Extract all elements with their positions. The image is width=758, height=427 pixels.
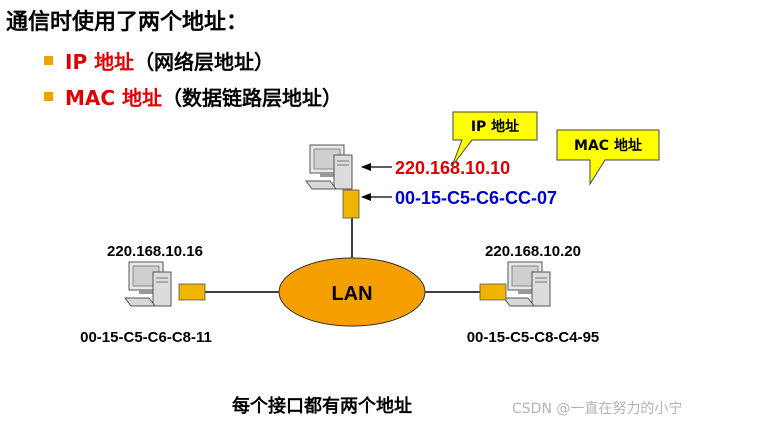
bullet-ip-paren: （网络层地址） <box>134 50 275 74</box>
bullet-mac: MAC 地址（数据链路层地址） <box>44 82 342 111</box>
footer-caption: 每个接口都有两个地址 <box>232 396 412 417</box>
callout-ip-label: IP 地址 <box>471 118 519 135</box>
bullet-square-icon <box>44 92 53 101</box>
bullet-mac-highlight: MAC 地址 <box>65 86 163 110</box>
callout-ip-bubble <box>451 111 538 167</box>
computer-right-icon <box>503 261 551 307</box>
lan-ellipse <box>278 257 426 327</box>
watermark: CSDN @一直在努力的小宁 <box>512 401 683 417</box>
bullet-square-icon <box>44 56 53 65</box>
interface-right <box>479 283 507 301</box>
left-ip-label: 220.168.10.16 <box>107 243 203 260</box>
right-mac-label: 00-15-C5-C8-C4-95 <box>467 329 600 346</box>
lan-label: LAN <box>331 283 372 305</box>
callout-mac-bubble <box>556 129 660 186</box>
bullet-mac-paren: （数据链路层地址） <box>162 86 343 110</box>
top-ip-label: 220.168.10.10 <box>395 158 510 178</box>
callout-mac-label: MAC 地址 <box>574 137 642 154</box>
interface-top <box>342 189 360 219</box>
right-ip-label: 220.168.10.20 <box>485 243 581 260</box>
bullet-ip-highlight: IP 地址 <box>65 50 135 74</box>
interface-left <box>178 283 206 301</box>
left-mac-label: 00-15-C5-C6-C8-11 <box>80 329 212 346</box>
computer-top-icon <box>305 144 353 190</box>
page-title: 通信时使用了两个地址： <box>6 10 249 35</box>
bullet-ip: IP 地址（网络层地址） <box>44 46 274 75</box>
top-mac-label: 00-15-C5-C6-CC-07 <box>395 188 557 208</box>
computer-left-icon <box>124 261 172 307</box>
